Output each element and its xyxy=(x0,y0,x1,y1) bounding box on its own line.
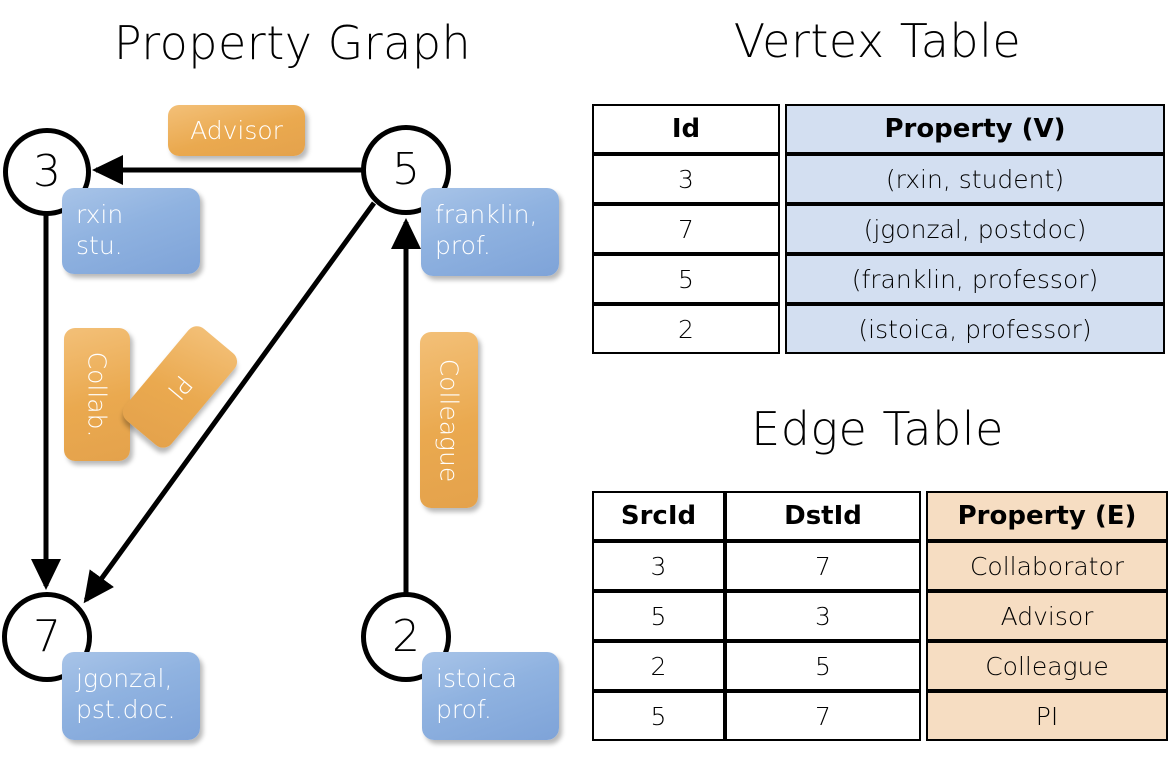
edge-cell-property: Advisor xyxy=(926,591,1168,641)
table-row: 2 (istoica, professor) xyxy=(592,304,1165,354)
edge-cell-dstid: 3 xyxy=(725,591,921,641)
node-property-callout-7: jgonzal, pst.doc. xyxy=(62,652,200,740)
graph-node-5[interactable]: 5 xyxy=(361,125,451,215)
table-row: 2 5 Colleague xyxy=(592,641,1168,691)
vertex-cell-property: (istoica, professor) xyxy=(785,304,1165,354)
vertex-cell-id: 5 xyxy=(592,254,780,304)
table-row: 7 (jgonzal, postdoc) xyxy=(592,204,1165,254)
edge-label-advisor: Advisor xyxy=(168,105,305,156)
edge-col-header-property: Property (E) xyxy=(926,491,1168,541)
vertex-col-header-property: Property (V) xyxy=(785,104,1165,154)
column-gap xyxy=(921,641,926,691)
vertex-col-header-id: Id xyxy=(592,104,780,154)
vertex-cell-property: (jgonzal, postdoc) xyxy=(785,204,1165,254)
edge-5-to-7 xyxy=(83,201,377,604)
edge-table: SrcId DstId Property (E) 3 7 Collaborato… xyxy=(592,491,1168,741)
column-gap xyxy=(921,491,926,541)
graph-edges-svg xyxy=(31,155,421,604)
edge-label-collab: Collab. xyxy=(64,328,130,461)
graph-node-3-label: 3 xyxy=(33,146,61,197)
table-row: 5 3 Advisor xyxy=(592,591,1168,641)
edge-cell-property: PI xyxy=(926,691,1168,741)
vertex-cell-property: (franklin, professor) xyxy=(785,254,1165,304)
edge-cell-dstid: 5 xyxy=(725,641,921,691)
edge-cell-srcid: 3 xyxy=(592,541,725,591)
edge-cell-property: Colleague xyxy=(926,641,1168,691)
edge-col-header-srcid: SrcId xyxy=(592,491,725,541)
edge-cell-dstid: 7 xyxy=(725,691,921,741)
node-property-callout-2: istoica prof. xyxy=(422,652,559,740)
column-gap xyxy=(780,304,785,354)
page-title-property-graph: Property Graph xyxy=(113,16,472,70)
column-gap xyxy=(921,691,926,741)
edge-cell-dstid: 7 xyxy=(725,541,921,591)
graph-node-2[interactable]: 2 xyxy=(361,592,451,682)
edge-label-pi-text: PI xyxy=(161,369,199,405)
column-gap xyxy=(780,104,785,154)
edge-label-colleague-text: Colleague xyxy=(434,358,464,482)
edge-cell-property: Collaborator xyxy=(926,541,1168,591)
table-header-row: SrcId DstId Property (E) xyxy=(592,491,1168,541)
edge-label-collab-text: Collab. xyxy=(82,351,112,438)
column-gap xyxy=(921,541,926,591)
table-row: 5 (franklin, professor) xyxy=(592,254,1165,304)
edge-label-advisor-text: Advisor xyxy=(190,116,283,145)
column-gap xyxy=(780,154,785,204)
column-gap xyxy=(780,204,785,254)
table-header-row: Id Property (V) xyxy=(592,104,1165,154)
column-gap xyxy=(780,254,785,304)
graph-node-7-label: 7 xyxy=(33,611,61,662)
table-row: 5 7 PI xyxy=(592,691,1168,741)
edge-col-header-dstid: DstId xyxy=(725,491,921,541)
page-title-edge-table: Edge Table xyxy=(751,402,1004,456)
property-graph-panel: Property Graph 3 5 7 2 rxin stu. frankli… xyxy=(2,16,559,740)
vertex-cell-id: 2 xyxy=(592,304,780,354)
vertex-cell-id: 7 xyxy=(592,204,780,254)
edge-cell-srcid: 2 xyxy=(592,641,725,691)
edge-cell-srcid: 5 xyxy=(592,591,725,641)
vertex-cell-id: 3 xyxy=(592,154,780,204)
node-property-callout-5: franklin, prof. xyxy=(421,188,559,276)
node-property-callout-3: rxin stu. xyxy=(62,188,200,274)
graph-node-5-label: 5 xyxy=(392,144,420,195)
table-row: 3 7 Collaborator xyxy=(592,541,1168,591)
column-gap xyxy=(921,591,926,641)
page-title-vertex-table: Vertex Table xyxy=(733,14,1022,68)
table-row: 3 (rxin, student) xyxy=(592,154,1165,204)
vertex-cell-property: (rxin, student) xyxy=(785,154,1165,204)
graph-node-2-label: 2 xyxy=(392,611,420,662)
edge-cell-srcid: 5 xyxy=(592,691,725,741)
vertex-table: Id Property (V) 3 (rxin, student) 7 (jgo… xyxy=(592,104,1165,354)
edge-label-colleague: Colleague xyxy=(420,332,478,508)
